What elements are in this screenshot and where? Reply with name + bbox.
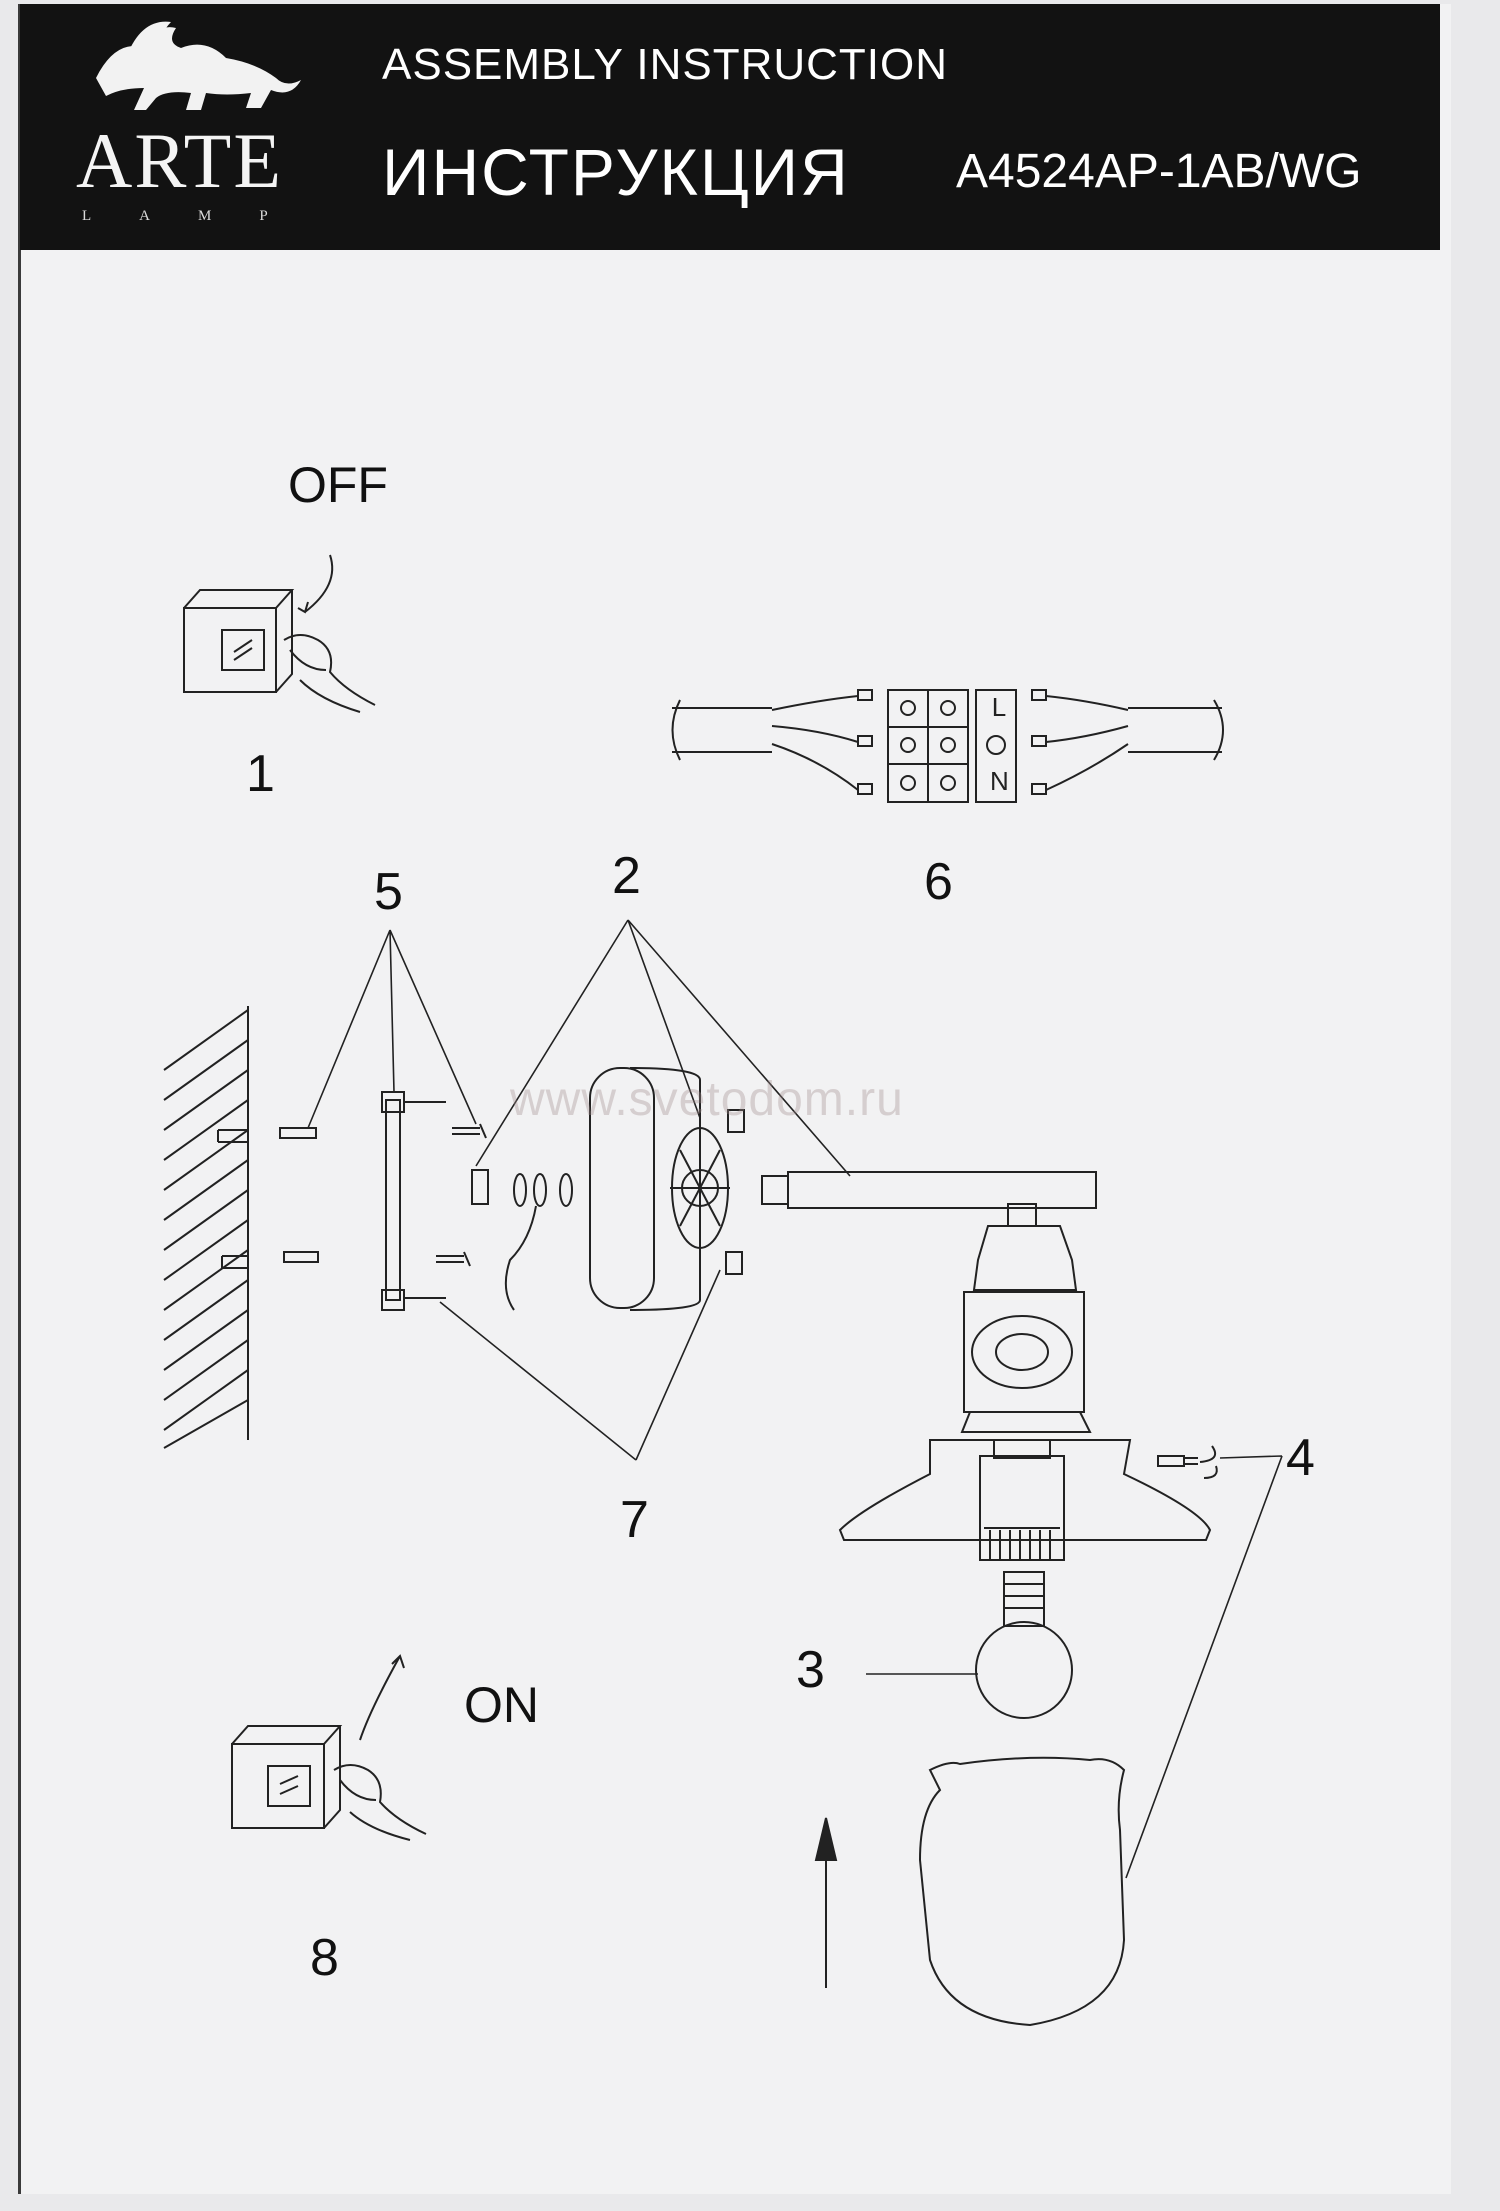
logo-brand: ARTE (76, 117, 283, 204)
on-label: ON (464, 1677, 539, 1733)
terminal-labels: L N (990, 690, 1009, 798)
canopy (589, 1067, 745, 1311)
screw-part (1157, 1445, 1218, 1479)
step-2-number: 2 (612, 847, 641, 905)
nuts-and-wire (471, 1169, 573, 1311)
wall-hatching (163, 1006, 249, 1449)
logo-subtitle: LAMP (82, 208, 316, 224)
step-1-number: 1 (246, 745, 275, 803)
title-english: ASSEMBLY INSTRUCTION (382, 40, 949, 89)
leader-lines (307, 919, 1283, 1879)
watermark-text: www.svetodom.ru (510, 1073, 904, 1126)
off-label: OFF (288, 457, 388, 513)
terminal-block-icon (671, 689, 1224, 803)
lamp-head (838, 1225, 1212, 1561)
step-5-number: 5 (374, 863, 403, 921)
mounting-bracket (381, 1091, 487, 1311)
title-russian: ИНСТРУКЦИЯ (382, 135, 850, 209)
step-6-number: 6 (924, 853, 953, 911)
bulb-icon (975, 1571, 1073, 1719)
step-3-number: 3 (796, 1641, 825, 1699)
header-bar: ARTE LAMP ASSEMBLY INSTRUCTION ИНСТРУКЦИ… (20, 4, 1440, 250)
griffin-logo-icon (96, 21, 301, 110)
lamp-arm (761, 1171, 1097, 1227)
terminal-l-label: L (991, 692, 1007, 722)
step-4-number: 4 (1286, 1429, 1315, 1487)
model-number: A4524AP-1AB/WG (956, 145, 1362, 198)
switch-off-icon (183, 554, 376, 713)
switch-on-icon (231, 1654, 427, 1841)
step-7-number: 7 (620, 1491, 649, 1549)
terminal-n-label: N (990, 766, 1009, 796)
up-arrow-icon (814, 1817, 838, 1988)
glass-shade (918, 1756, 1126, 2027)
step-8-number: 8 (310, 1929, 339, 1987)
wall-plugs (217, 1127, 319, 1269)
